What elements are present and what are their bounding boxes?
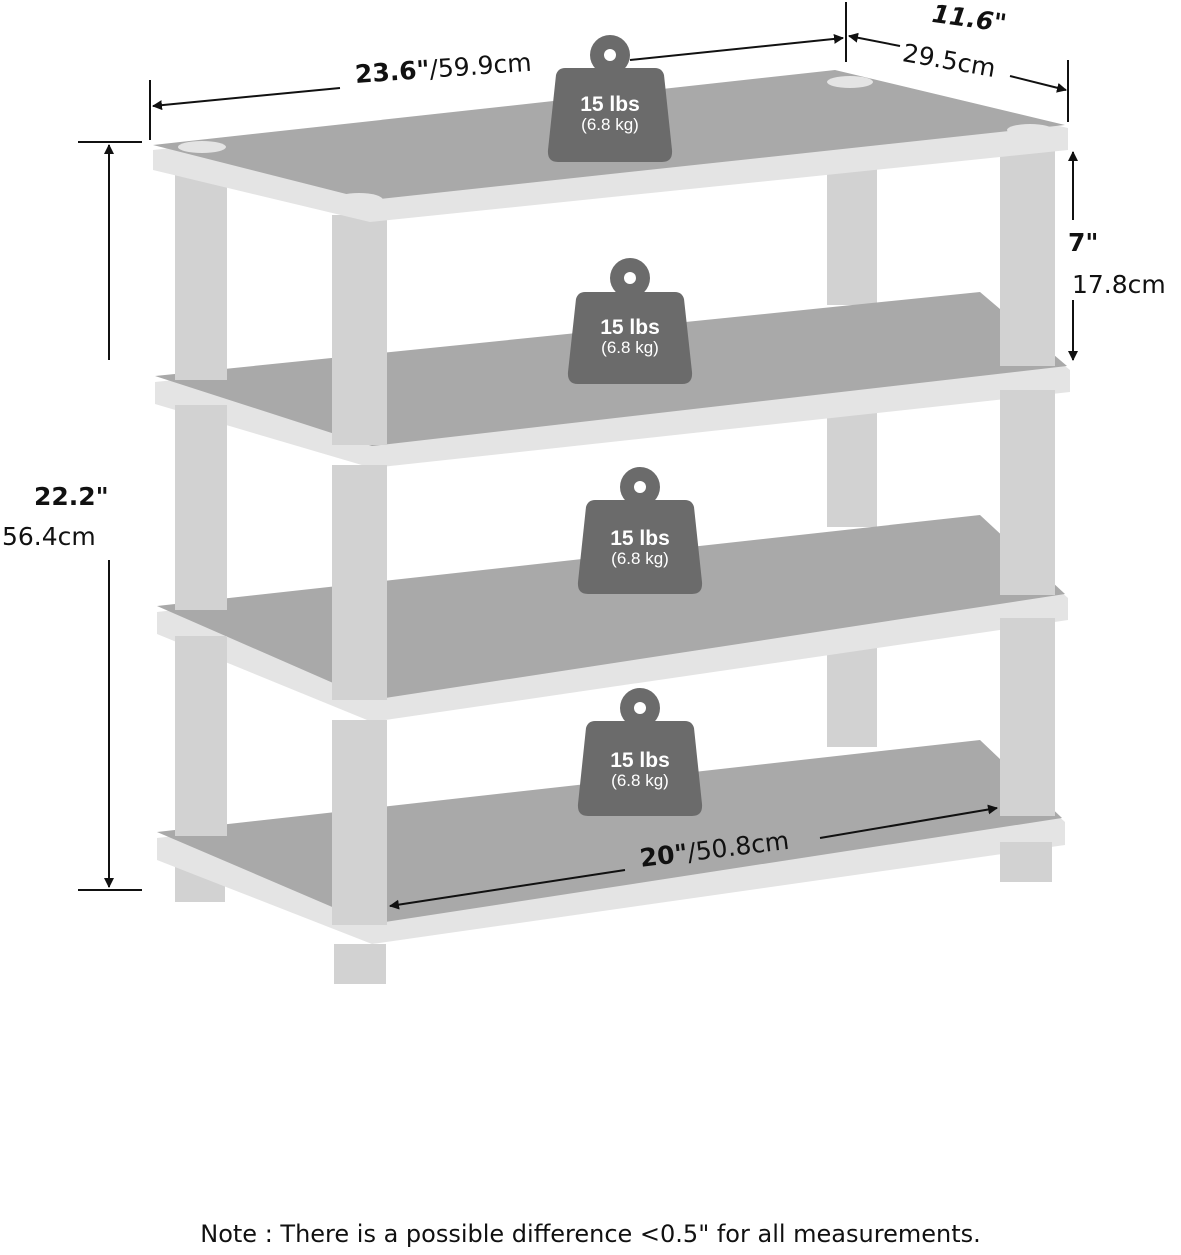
weight-icon-2 [567, 258, 693, 384]
weight-label-2: 15 lbs (6.8 kg) [570, 316, 690, 358]
weight-lbs: 15 lbs [610, 749, 670, 772]
weight-lbs: 15 lbs [600, 316, 660, 339]
weight-lbs: 15 lbs [580, 93, 640, 116]
weight-icon-3 [577, 467, 703, 594]
weight-kg: (6.8 kg) [611, 549, 669, 569]
dimension-lines [78, 2, 1078, 910]
weight-lbs: 15 lbs [610, 527, 670, 550]
front-legs [175, 148, 1055, 984]
weight-label-3: 15 lbs (6.8 kg) [580, 527, 700, 569]
width-inches: 23.6" [353, 54, 431, 89]
height-inches: 22.2" [34, 482, 109, 511]
weight-icon-1 [547, 35, 673, 162]
weight-icon-4 [577, 688, 703, 816]
height-cm: 56.4cm [2, 522, 96, 551]
weight-kg: (6.8 kg) [581, 115, 639, 135]
weight-kg: (6.8 kg) [601, 338, 659, 358]
measurement-note: Note : There is a possible difference <0… [200, 1220, 981, 1248]
weight-kg: (6.8 kg) [611, 771, 669, 791]
shelf-gap-cm: 17.8cm [1072, 270, 1166, 299]
weight-label-4: 15 lbs (6.8 kg) [580, 749, 700, 791]
inner-width-inches: 20" [638, 838, 690, 873]
shelf-gap-inches: 7" [1068, 228, 1099, 257]
weight-label-1: 15 lbs (6.8 kg) [550, 93, 670, 135]
